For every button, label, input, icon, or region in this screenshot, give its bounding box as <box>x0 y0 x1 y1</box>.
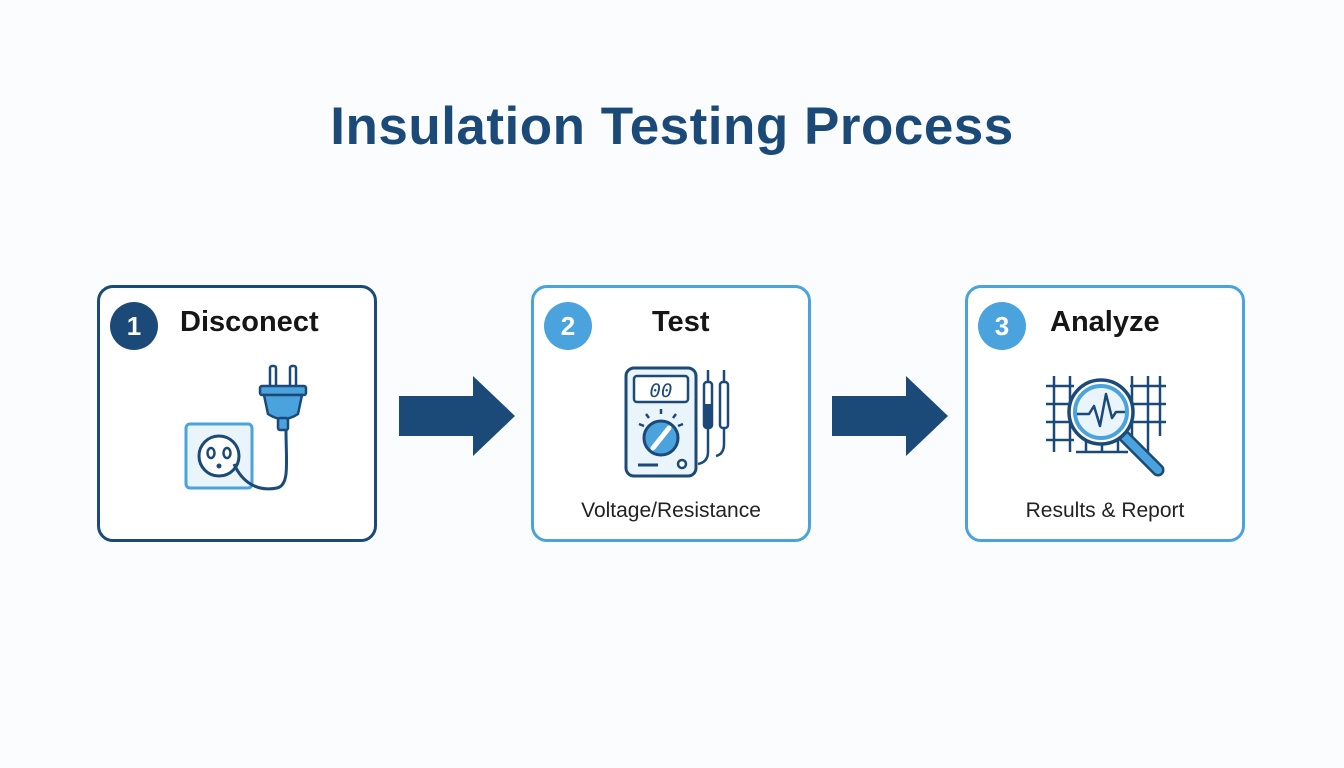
step-number-badge: 1 <box>110 302 158 350</box>
step-caption: Results & Report <box>1025 499 1185 522</box>
step-caption: Voltage/Resistance <box>581 499 761 522</box>
multimeter-icon: 00 <box>624 366 730 478</box>
meter-display: 00 <box>650 380 673 402</box>
step-title: Disconect <box>180 306 319 338</box>
step-title: Test <box>652 306 710 338</box>
step-card-analyze: 3 Analyze Results & Report <box>965 285 1245 542</box>
arrow-right-icon <box>832 376 948 456</box>
step-number-badge: 3 <box>978 302 1026 350</box>
step-card-disconnect: 1 Disconect <box>97 285 377 542</box>
magnifier-graph-icon <box>1046 376 1166 477</box>
step-title: Analyze <box>1050 306 1160 338</box>
step-number-badge: 2 <box>544 302 592 350</box>
diagram-title: Insulation Testing Process <box>330 97 1014 156</box>
arrow-right-icon <box>399 376 515 456</box>
step-card-test: 2 Test 00 Voltage/Resistance <box>531 285 811 542</box>
plug-socket-icon <box>184 364 308 491</box>
